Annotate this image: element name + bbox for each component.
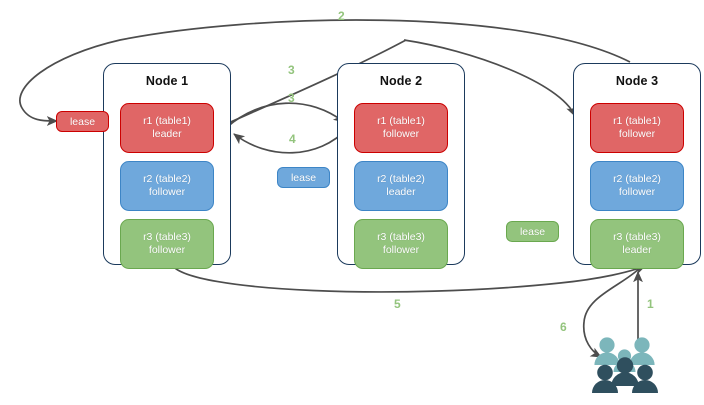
users-group-icon bbox=[592, 337, 658, 393]
replica-node3-r1: r1 (table1) follower bbox=[590, 103, 684, 153]
edge-label-3-upper: 3 bbox=[288, 63, 295, 77]
lease-badge-r1: lease bbox=[56, 111, 109, 132]
replica-node2-r3: r3 (table3) follower bbox=[354, 219, 448, 269]
lease-badge-r3: lease bbox=[506, 221, 559, 242]
replica-name: r2 (table2) bbox=[377, 173, 425, 186]
replica-name: r2 (table2) bbox=[613, 173, 661, 186]
replica-role: leader bbox=[622, 244, 652, 256]
replica-role: leader bbox=[386, 186, 416, 198]
replica-node2-r1: r1 (table1) follower bbox=[354, 103, 448, 153]
replica-name: r3 (table3) bbox=[377, 231, 425, 244]
edge-3-lower-path bbox=[225, 102, 345, 129]
node-box-node2: Node 2 r1 (table1) follower r2 (table2) … bbox=[337, 63, 465, 269]
replica-role: follower bbox=[148, 244, 186, 256]
replica-node1-r1: r1 (table1) leader bbox=[120, 103, 214, 153]
replica-role: leader bbox=[152, 128, 182, 140]
replica-name: r2 (table2) bbox=[143, 173, 191, 186]
replica-role: follower bbox=[618, 128, 656, 140]
node-box-node1: Node 1 r1 (table1) leader r2 (table2) fo… bbox=[103, 63, 231, 269]
replica-role: follower bbox=[382, 244, 420, 256]
replica-role: follower bbox=[618, 186, 656, 198]
replica-role: follower bbox=[382, 128, 420, 140]
replica-node1-r2: r2 (table2) follower bbox=[120, 161, 214, 211]
edge-label-4: 4 bbox=[289, 132, 296, 146]
replica-name: r1 (table1) bbox=[613, 115, 661, 128]
replica-name: r1 (table1) bbox=[377, 115, 425, 128]
node-title-node1: Node 1 bbox=[145, 74, 189, 88]
replica-name: r3 (table3) bbox=[143, 231, 191, 244]
replica-role: follower bbox=[148, 186, 186, 198]
edge-label-1: 1 bbox=[647, 297, 654, 311]
replica-name: r1 (table1) bbox=[143, 115, 191, 128]
edge-label-6: 6 bbox=[560, 320, 567, 334]
node-title-node3: Node 3 bbox=[615, 74, 659, 88]
edge-label-3-lower: 3 bbox=[288, 91, 295, 105]
edge-5-path bbox=[171, 264, 646, 293]
replica-node3-r3: r3 (table3) leader bbox=[590, 219, 684, 269]
replica-name: r3 (table3) bbox=[613, 231, 661, 244]
node-box-node3: Node 3 r1 (table1) follower r2 (table2) … bbox=[573, 63, 701, 269]
replica-node1-r3: r3 (table3) follower bbox=[120, 219, 214, 269]
node-title-node2: Node 2 bbox=[379, 74, 423, 88]
edge-label-2: 2 bbox=[338, 9, 345, 23]
edge-label-5: 5 bbox=[394, 297, 401, 311]
lease-badge-r2: lease bbox=[277, 167, 330, 188]
replica-node2-r2: r2 (table2) leader bbox=[354, 161, 448, 211]
replica-node3-r2: r2 (table2) follower bbox=[590, 161, 684, 211]
